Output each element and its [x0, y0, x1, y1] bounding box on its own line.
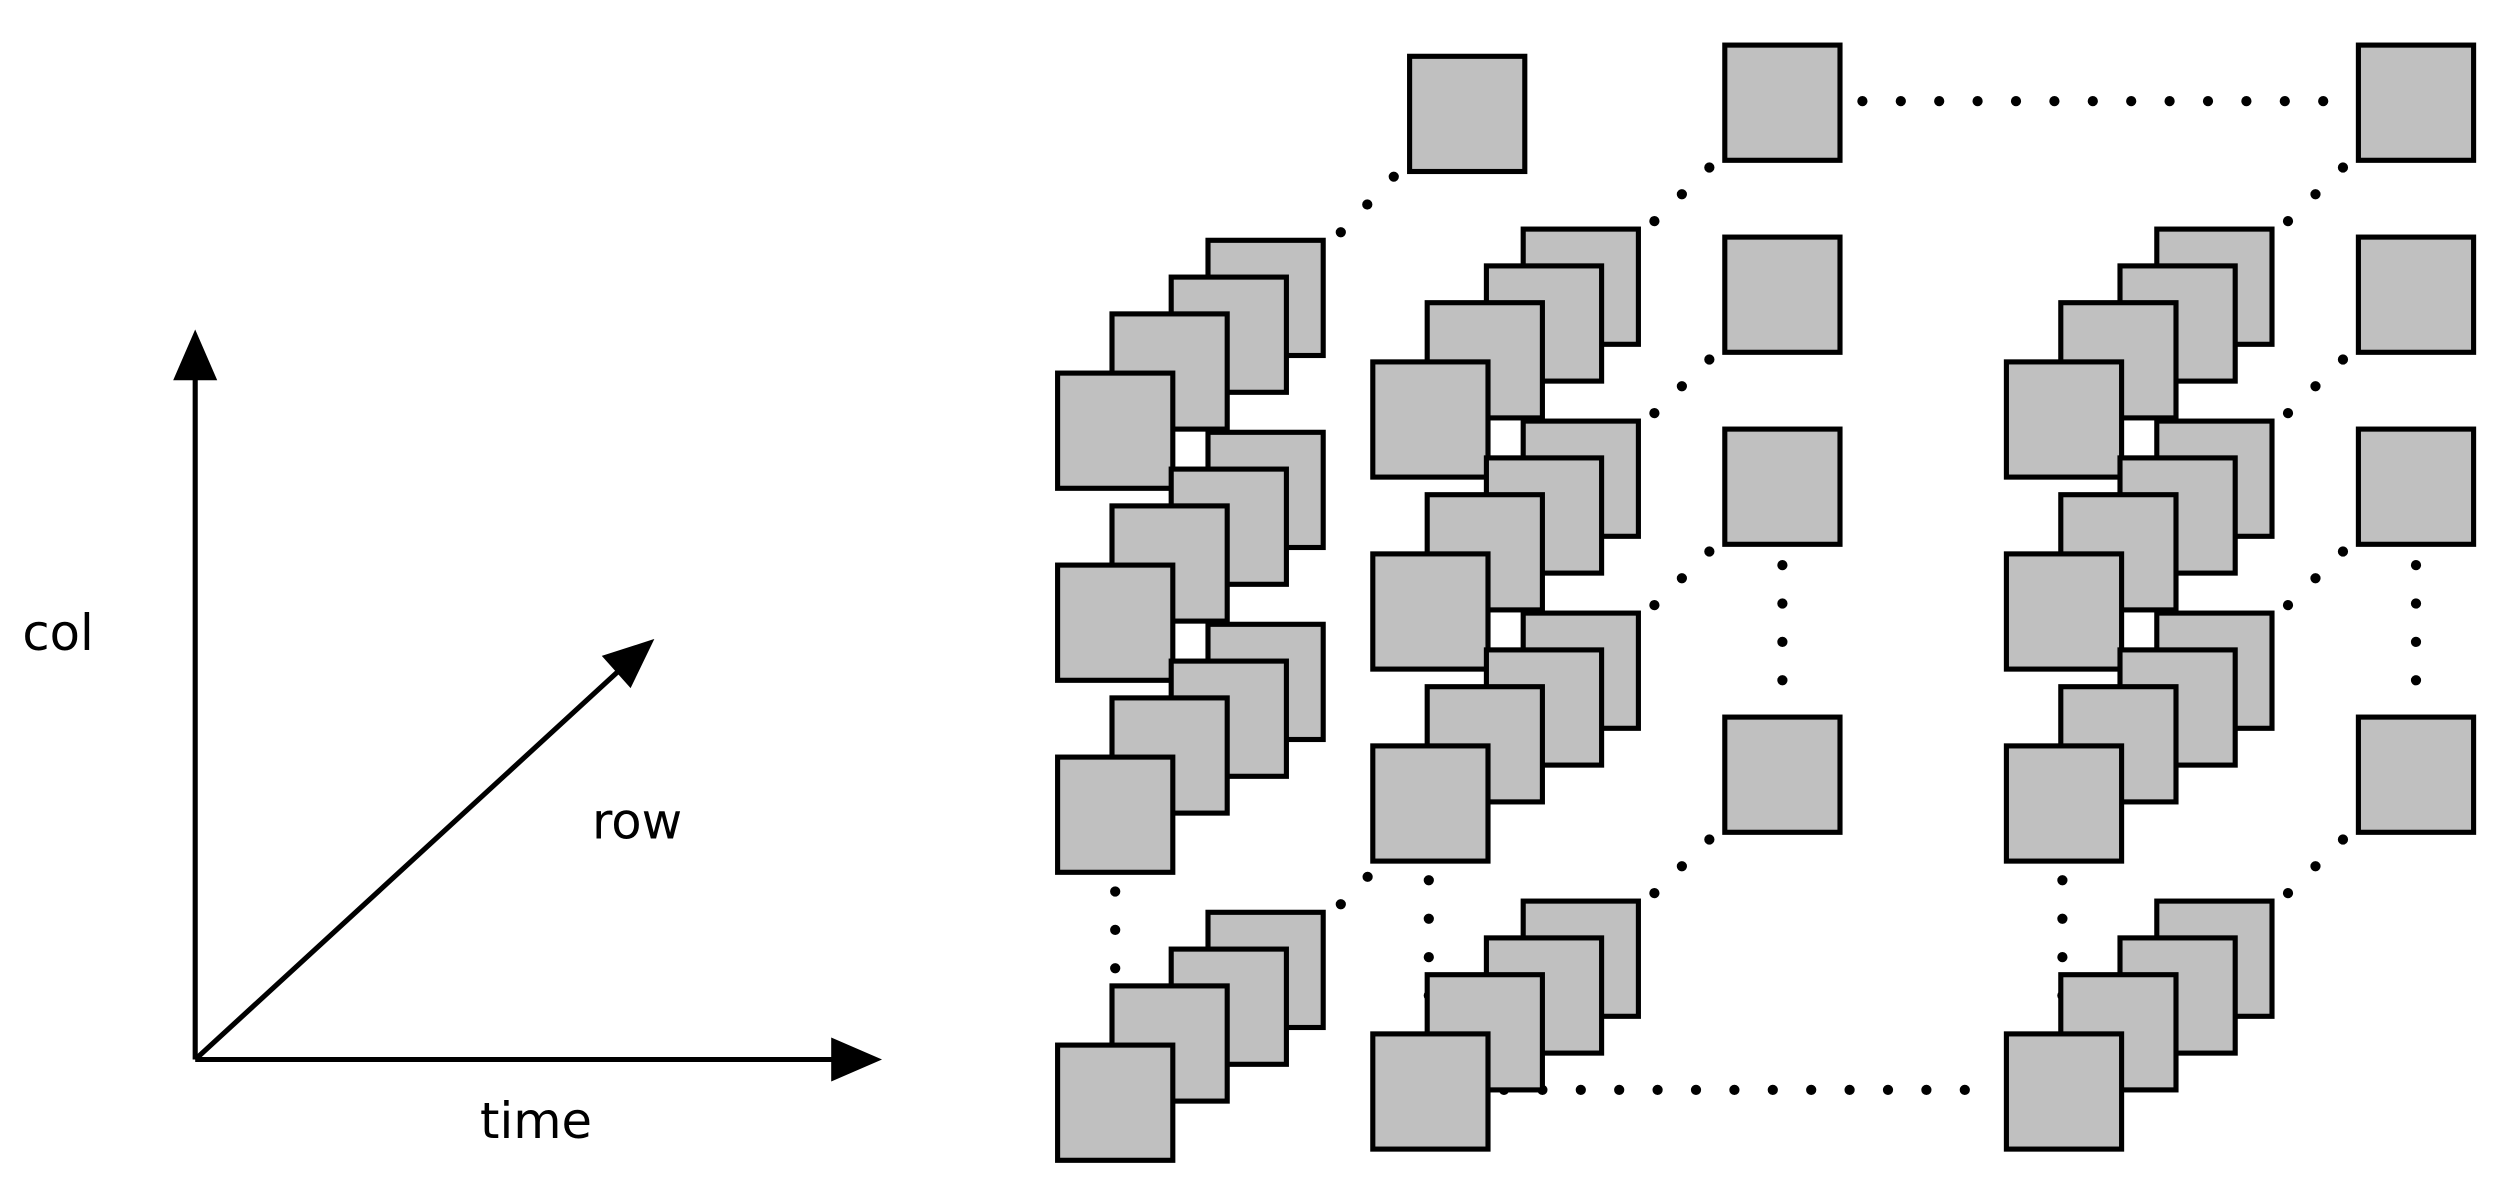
row-elision-b-third	[1649, 534, 1727, 611]
col-axis-arrowhead	[173, 329, 218, 381]
slab-b-far-bottom-cell	[1722, 714, 1843, 835]
slab-a-mid-cell-3	[1055, 562, 1176, 683]
slab-a-low-cell-3	[1055, 754, 1176, 875]
row-elision-c-third	[2282, 534, 2361, 611]
slab-c-far-third-cell	[2355, 426, 2477, 547]
row-elision-c-bottom	[2282, 822, 2361, 899]
slab-b-mid-cell-3	[1370, 551, 1491, 672]
slab-b-far-top-cell	[1722, 42, 1843, 163]
row-elision-c-second	[2282, 342, 2361, 419]
volume-cells	[1055, 42, 2477, 1163]
time-axis-arrowhead	[831, 1037, 883, 1082]
slab-c-bottom-cell-3	[2003, 1031, 2125, 1152]
slab-c-far-bottom-cell	[2355, 714, 2477, 835]
row-axis-line	[193, 665, 625, 1062]
slab-c-low-cell-3	[2003, 743, 2125, 864]
time-axis-label: time	[480, 1092, 592, 1150]
col-axis-label: col	[22, 604, 93, 662]
row-elision-b-bottom	[1649, 822, 1727, 899]
slab-a-top-cell-3	[1055, 370, 1176, 491]
row-axis-arrowhead	[601, 638, 655, 689]
slab-b-top-cell-3	[1370, 359, 1491, 480]
slab-b-low-cell-3	[1370, 743, 1491, 864]
slab-b-far-third-cell	[1722, 426, 1843, 547]
axis-legend: col row time	[22, 329, 883, 1150]
slab-c-mid-cell-3	[2003, 551, 2125, 672]
slab-b-far-second-cell	[1722, 234, 1843, 355]
row-elision-c-top	[2282, 150, 2361, 227]
row-elision-b-top	[1649, 150, 1727, 227]
row-elision-a-top	[1335, 159, 1410, 238]
slab-a-far-cell	[1407, 53, 1528, 175]
slab-c-far-top-cell	[2355, 42, 2477, 163]
slab-b-bottom-cell-3	[1370, 1031, 1491, 1152]
slab-a-bottom-cell-3	[1055, 1042, 1176, 1163]
row-axis-label: row	[592, 793, 682, 851]
row-elision-b-second	[1649, 342, 1727, 419]
slab-c-far-second-cell	[2355, 234, 2477, 355]
slab-c-top-cell-3	[2003, 359, 2125, 480]
